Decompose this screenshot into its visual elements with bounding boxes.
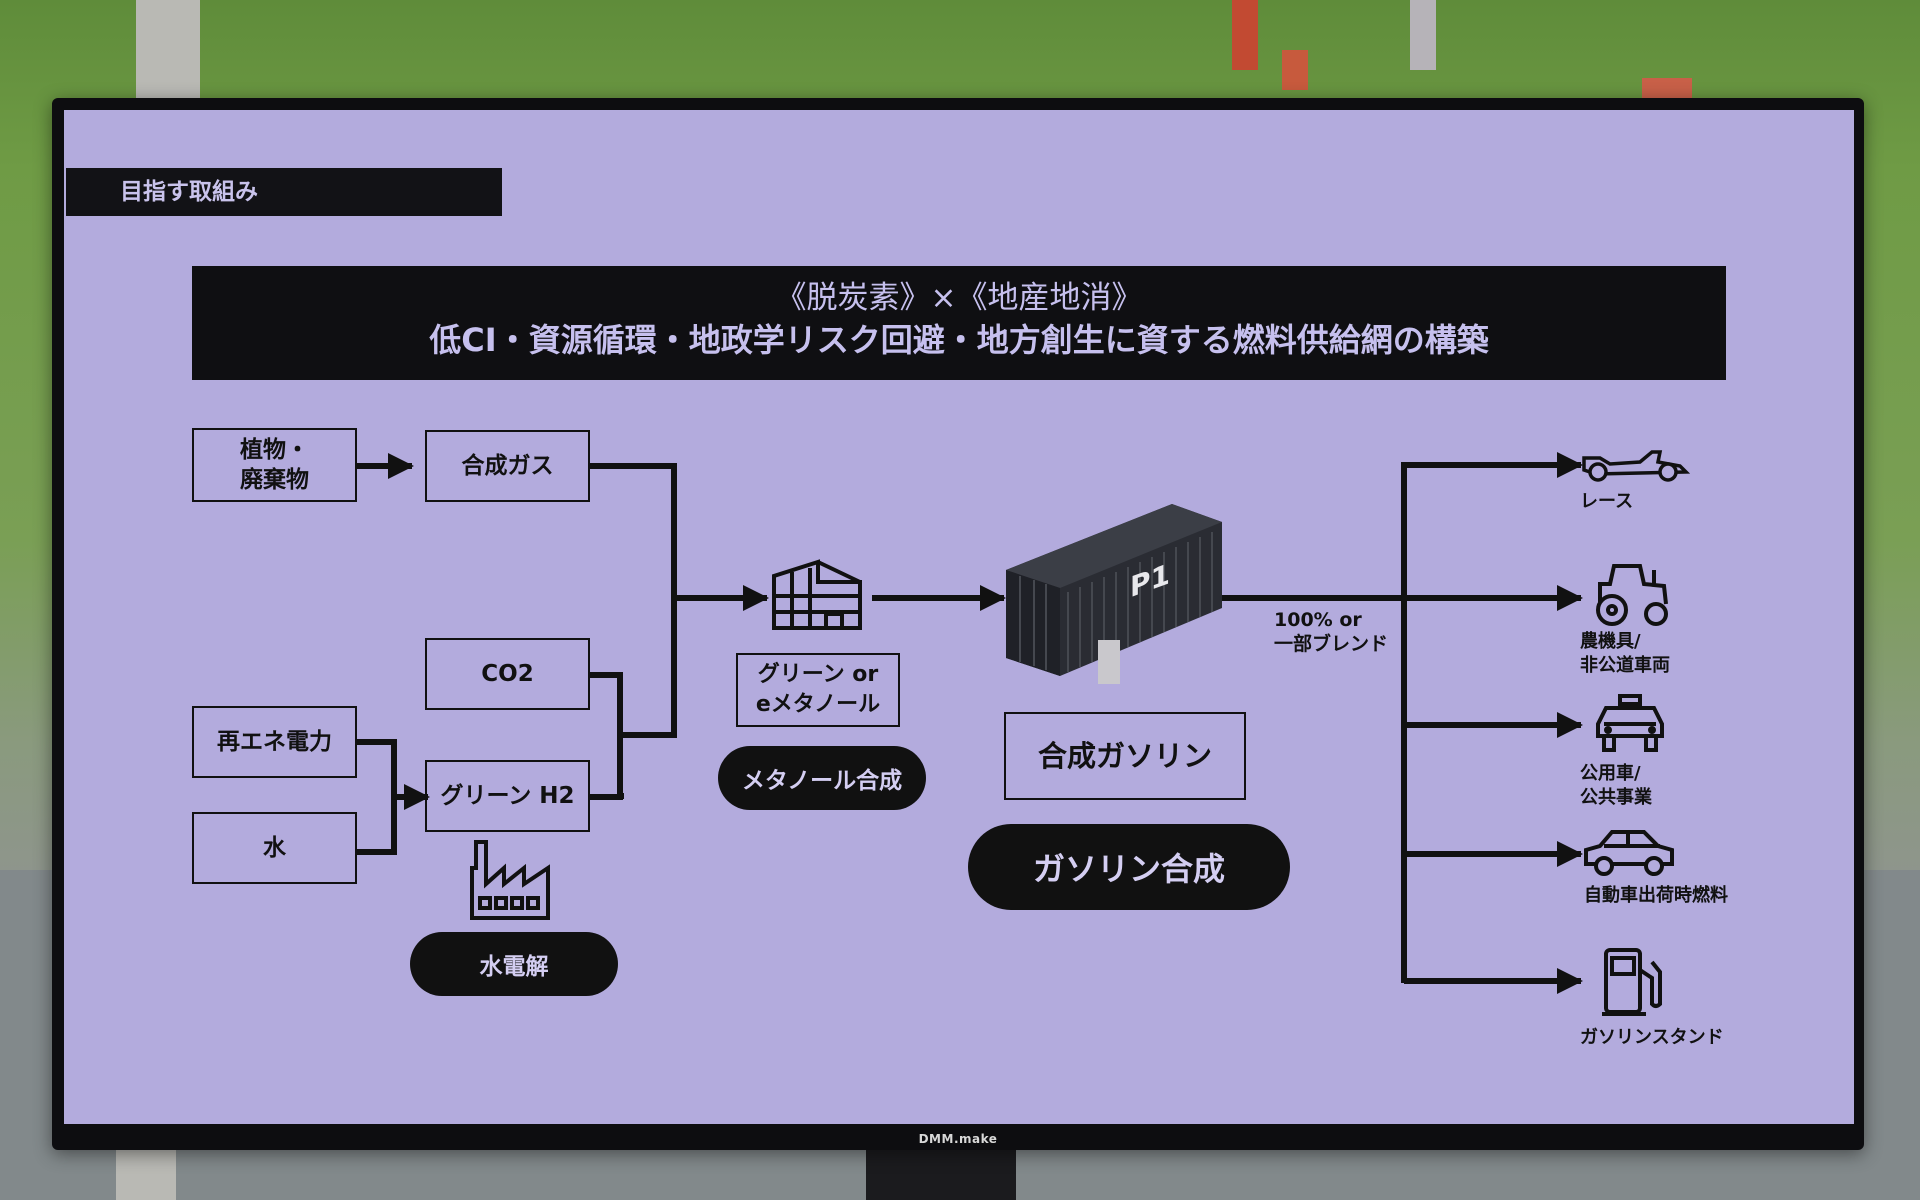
- banner-line-2: 低CI・資源循環・地政学リスク回避・地方創生に資する燃料供給網の構築: [429, 321, 1489, 359]
- renewable-power-box: 再エネ電力: [192, 706, 357, 778]
- spacer: [1129, 710, 1130, 711]
- background-pole-base: [116, 1140, 176, 1200]
- output-label-tractor: 農機具/ 非公道車両: [1580, 630, 1670, 678]
- fuel-pump-icon: [1602, 948, 1662, 1016]
- shipping-container-icon: P1: [1006, 504, 1222, 684]
- output-label-taxi-line-1: 公用車/: [1580, 763, 1641, 784]
- output-label-tractor-line-2: 非公道車両: [1580, 655, 1670, 676]
- syngas-box: 合成ガス: [425, 430, 590, 502]
- methanol-synthesis-pill: メタノール合成: [718, 746, 926, 810]
- gasoline-synthesis-pill: ガソリン合成: [968, 824, 1290, 910]
- co2-box: CO2: [425, 638, 590, 710]
- co2-label: CO2: [481, 661, 534, 687]
- slide-section-tab: 目指す取組み: [66, 168, 502, 216]
- synthetic-gasoline-label: 合成ガソリン: [1037, 739, 1212, 773]
- methanol-plant-icon: [772, 559, 862, 630]
- monitor-stand: [866, 1150, 1016, 1200]
- flow-connectors: [357, 452, 1583, 994]
- car-icon: [1584, 830, 1674, 876]
- line-syngas-to-trunk: [590, 463, 677, 598]
- background-pole: [136, 0, 200, 100]
- output-label-race-line-1: レース: [1580, 491, 1634, 512]
- line-power-water-merge: [357, 739, 397, 855]
- gasoline-synthesis-label: ガソリン合成: [1032, 850, 1225, 888]
- line-co2-h2-to-trunk: [620, 598, 677, 738]
- output-label-race: レース: [1580, 490, 1633, 514]
- water-label: 水: [263, 835, 286, 861]
- blend-line-2: 一部ブレンド: [1274, 633, 1389, 655]
- synthetic-gasoline-box: 合成ガソリン: [1004, 712, 1246, 800]
- green-h2-label: グリーン H2: [440, 783, 575, 809]
- renewable-power-label: 再エネ電力: [217, 729, 332, 755]
- monitor-brand: DMM.make: [918, 1132, 998, 1146]
- background-banner-flag: [1410, 0, 1436, 70]
- blend-label: 100% or 一部ブレンド: [1274, 608, 1388, 656]
- line-h2-to-co2-merge: [590, 733, 623, 800]
- plants-waste-line-2: 廃棄物: [240, 467, 309, 493]
- output-label-tractor-line-1: 農機具/: [1580, 631, 1641, 652]
- taxi-icon: [1596, 694, 1664, 752]
- plants-waste-box: 植物・ 廃棄物: [192, 428, 357, 502]
- banner-line-1: 《脱炭素》×《地産地消》: [775, 280, 1143, 316]
- syngas-label: 合成ガス: [461, 453, 554, 479]
- methanol-product-box: グリーン or eメタノール: [736, 653, 900, 727]
- output-label-taxi: 公用車/ 公共事業: [1580, 762, 1652, 810]
- output-label-taxi-line-2: 公共事業: [1580, 787, 1652, 808]
- output-label-car: 自動車出荷時燃料: [1584, 884, 1728, 908]
- output-label-fuel-station-line-1: ガソリンスタンド: [1580, 1027, 1724, 1048]
- methanol-product-line-2: eメタノール: [755, 692, 881, 717]
- plants-waste-line-1: 植物・: [240, 437, 309, 463]
- electrolysis-factory-icon: [470, 840, 550, 920]
- water-box: 水: [192, 812, 357, 884]
- background-banner-flag: [1282, 50, 1308, 90]
- background-banner-flag: [1232, 0, 1258, 70]
- methanol-synthesis-label: メタノール合成: [741, 768, 903, 794]
- race-car-icon: [1582, 450, 1690, 482]
- slide: 目指す取組み 《脱炭素》×《地産地消》 低CI・資源循環・地政学リスク回避・地方…: [64, 110, 1854, 1124]
- title-banner: 《脱炭素》×《地産地消》 低CI・資源循環・地政学リスク回避・地方創生に資する燃…: [192, 266, 1726, 380]
- output-label-fuel-station: ガソリンスタンド: [1580, 1026, 1724, 1050]
- output-label-car-line-1: 自動車出荷時燃料: [1584, 885, 1728, 906]
- electrolysis-pill: 水電解: [410, 932, 618, 996]
- green-h2-box: グリーン H2: [425, 760, 590, 832]
- tractor-icon: [1596, 564, 1668, 626]
- methanol-product-line-1: グリーン or: [757, 662, 879, 687]
- electrolysis-label: 水電解: [479, 954, 549, 980]
- blend-line-1: 100% or: [1274, 609, 1362, 631]
